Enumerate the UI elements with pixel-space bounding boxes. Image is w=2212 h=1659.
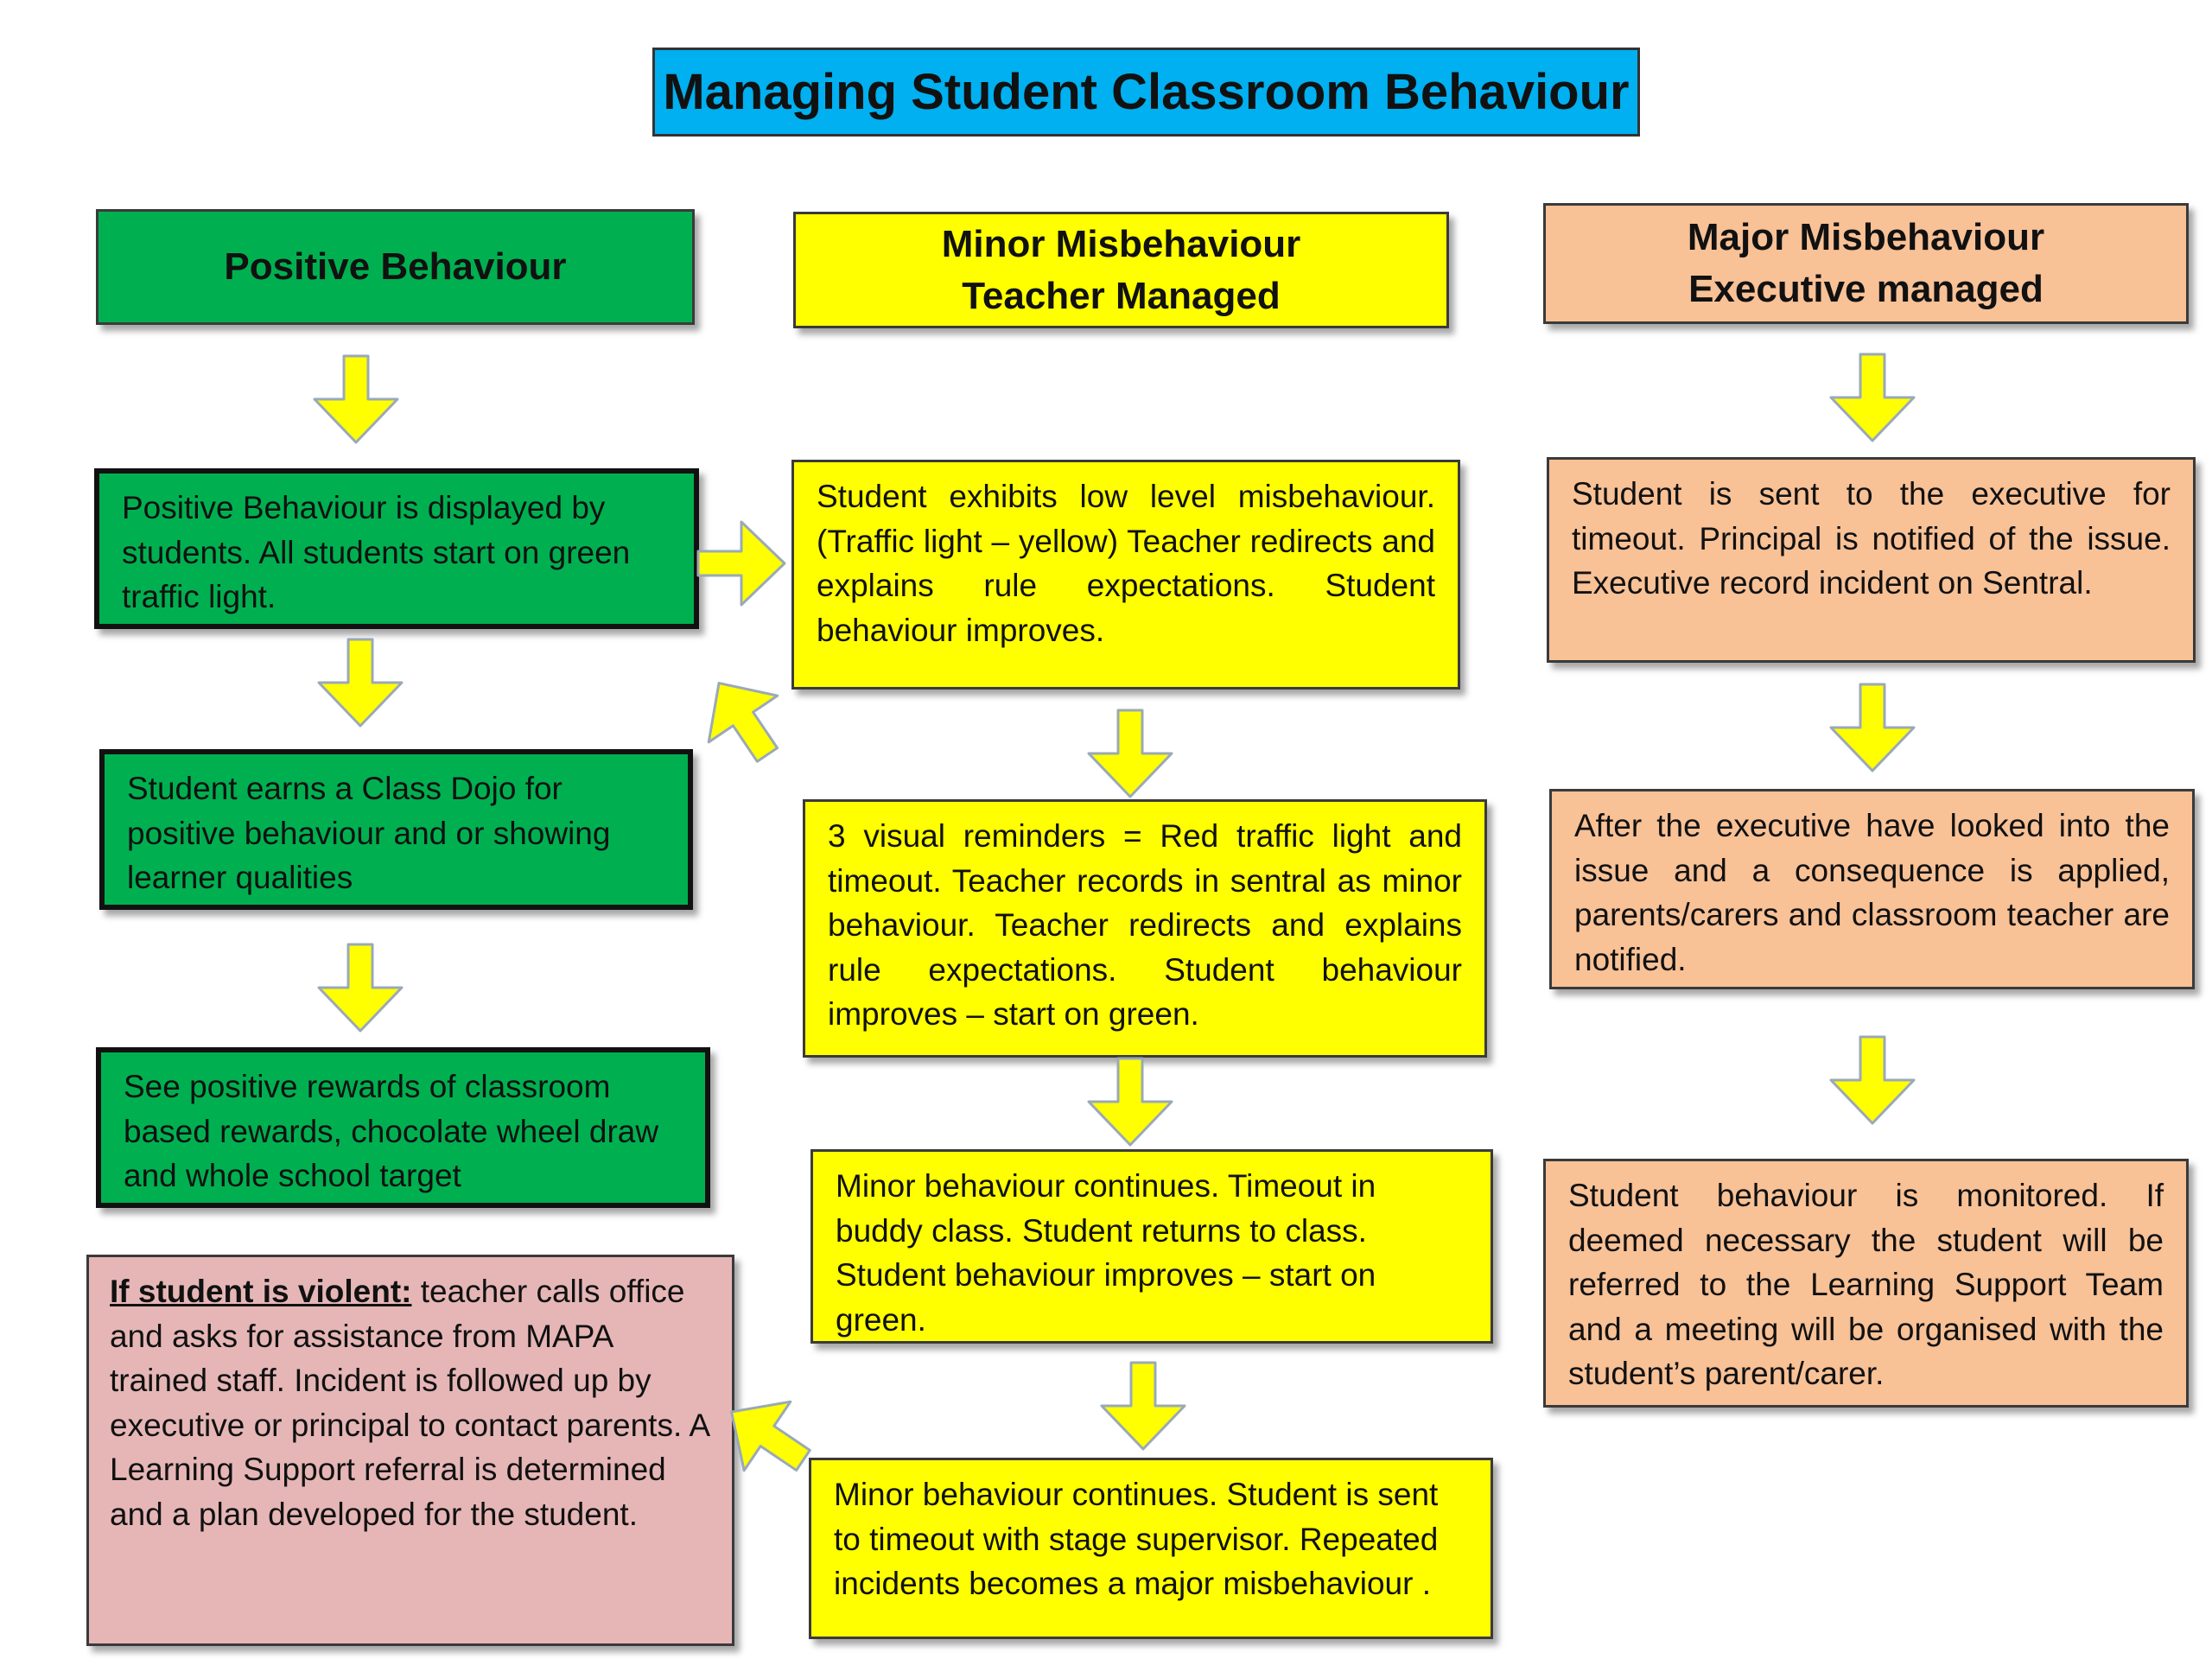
positive-step-3-text: See positive rewards of classroom based …: [124, 1069, 659, 1193]
violent-label: If student is violent:: [110, 1274, 412, 1309]
arrow-right-positive-to-minor: [696, 520, 786, 607]
minor-step-1: Student exhibits low level misbehaviour.…: [791, 460, 1460, 690]
minor-misbehaviour-header: Minor Misbehaviour Teacher Managed: [793, 212, 1449, 328]
arrow-back-minor-to-positive: [683, 658, 804, 779]
diagram-title: Managing Student Classroom Behaviour: [652, 48, 1640, 137]
arrow-down-positive-2: [317, 638, 404, 728]
arrow-down-positive-1: [313, 354, 399, 444]
minor-step-4-text: Minor behaviour continues. Student is se…: [834, 1477, 1439, 1601]
arrow-down-minor-3: [1100, 1361, 1186, 1451]
minor-step-2-text: 3 visual reminders = Red traffic light a…: [828, 818, 1462, 1032]
major-step-3: Student behaviour is monitored. If deeme…: [1543, 1159, 2189, 1408]
major-step-1-text: Student is sent to the executive for tim…: [1572, 476, 2171, 601]
arrow-minor-to-violent: [707, 1376, 828, 1497]
positive-header-line-1: Positive Behaviour: [224, 245, 567, 288]
positive-step-1-text: Positive Behaviour is displayed by stude…: [122, 490, 631, 614]
minor-header-line-2: Teacher Managed: [962, 274, 1281, 317]
violent-student-box: If student is violent: teacher calls off…: [86, 1255, 734, 1646]
arrow-down-minor-2: [1087, 1057, 1173, 1147]
major-header-line-2: Executive managed: [1688, 268, 2044, 310]
positive-step-3: See positive rewards of classroom based …: [96, 1047, 710, 1208]
minor-step-4: Minor behaviour continues. Student is se…: [809, 1458, 1493, 1639]
arrow-down-minor-1: [1087, 709, 1173, 798]
positive-step-1: Positive Behaviour is displayed by stude…: [94, 468, 699, 629]
minor-header-line-1: Minor Misbehaviour: [941, 222, 1301, 265]
major-step-2-text: After the executive have looked into the…: [1574, 808, 2170, 977]
minor-step-3: Minor behaviour continues. Timeout in bu…: [810, 1149, 1493, 1344]
positive-step-2: Student earns a Class Dojo for positive …: [99, 749, 693, 910]
positive-behaviour-header: Positive Behaviour: [96, 209, 695, 325]
major-step-3-text: Student behaviour is monitored. If deeme…: [1568, 1178, 2164, 1391]
minor-step-1-text: Student exhibits low level misbehaviour.…: [817, 479, 1435, 648]
major-header-line-1: Major Misbehaviour: [1687, 216, 2045, 258]
violent-text: teacher calls office and asks for assist…: [110, 1274, 709, 1532]
minor-step-2: 3 visual reminders = Red traffic light a…: [803, 799, 1487, 1058]
major-misbehaviour-header: Major Misbehaviour Executive managed: [1543, 203, 2189, 324]
arrow-down-positive-3: [317, 943, 404, 1033]
major-step-1: Student is sent to the executive for tim…: [1547, 457, 2196, 663]
arrow-down-major-3: [1829, 1035, 1916, 1125]
major-step-2: After the executive have looked into the…: [1549, 789, 2195, 989]
positive-step-2-text: Student earns a Class Dojo for positive …: [127, 771, 611, 895]
arrow-down-major-1: [1829, 353, 1916, 442]
minor-step-3-text: Minor behaviour continues. Timeout in bu…: [836, 1168, 1376, 1338]
arrow-down-major-2: [1829, 683, 1916, 772]
